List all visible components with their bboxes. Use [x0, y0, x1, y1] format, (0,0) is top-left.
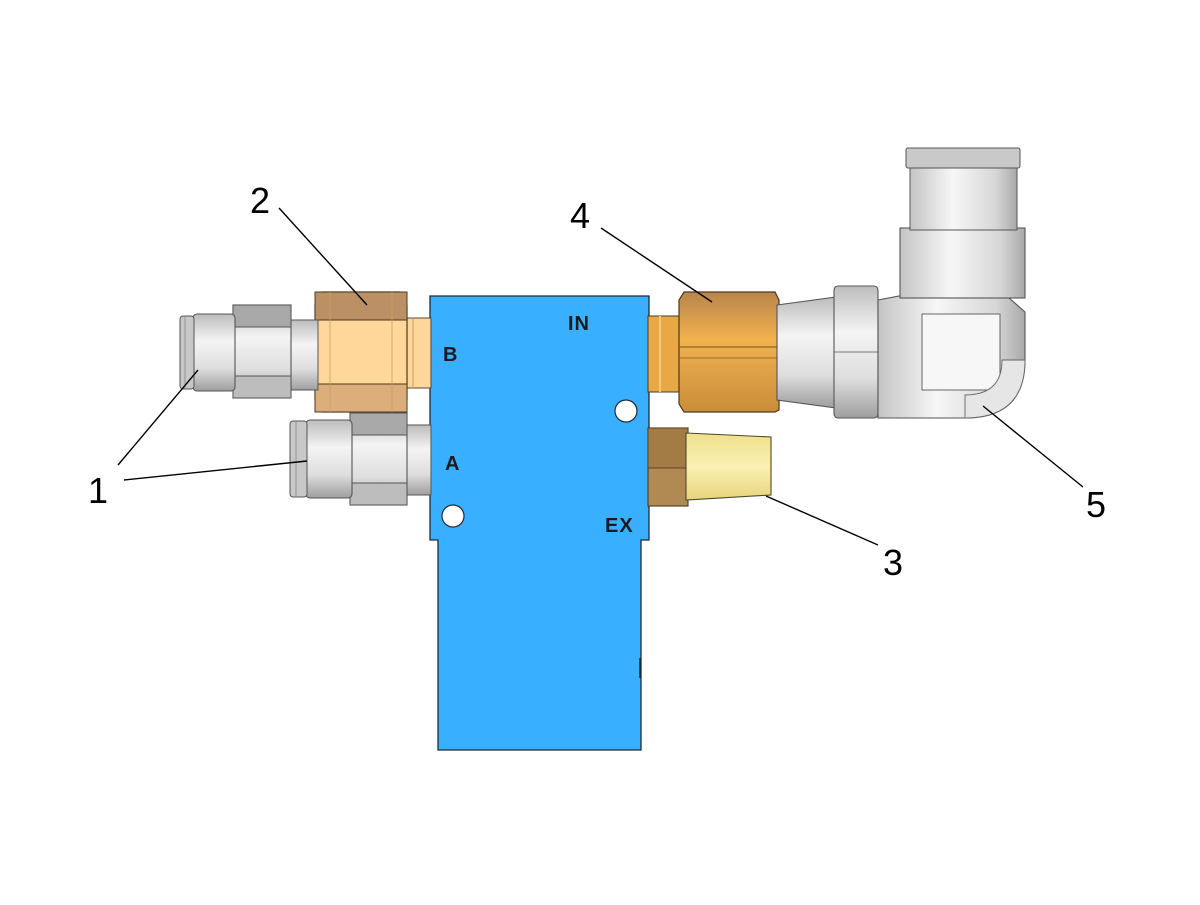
- fitting-4-brass-in: [647, 291, 780, 413]
- callout-2: 2: [250, 180, 270, 221]
- callout-numbers: 1 2 3 4 5: [88, 180, 1106, 583]
- fitting-1-pushin-upper: [179, 304, 319, 399]
- mounting-hole-lower: [441, 504, 465, 528]
- callout-4: 4: [570, 195, 590, 236]
- callout-3: 3: [883, 542, 903, 583]
- fitting-5-elbow: [776, 147, 1026, 419]
- leader-1-lower: [123, 460, 308, 481]
- callout-1: 1: [88, 470, 108, 511]
- callout-5: 5: [1086, 484, 1106, 525]
- valve-body: IN B A EX: [429, 295, 650, 751]
- leader-lines: [117, 207, 1084, 546]
- fitting-1-pushin-lower: [289, 412, 432, 506]
- leader-4: [600, 227, 713, 303]
- port-label-a: A: [445, 453, 460, 475]
- fitting-2-brass-b: [314, 291, 432, 413]
- port-label-b: B: [443, 344, 458, 366]
- leader-2: [278, 207, 368, 306]
- mounting-hole-upper: [614, 399, 638, 423]
- port-label-ex: EX: [605, 515, 634, 537]
- fitting-3-exhaust-muffler: [647, 427, 772, 507]
- leader-3: [765, 495, 879, 546]
- leader-5: [982, 405, 1084, 488]
- leader-1-upper: [117, 369, 199, 466]
- port-label-in: IN: [568, 313, 590, 335]
